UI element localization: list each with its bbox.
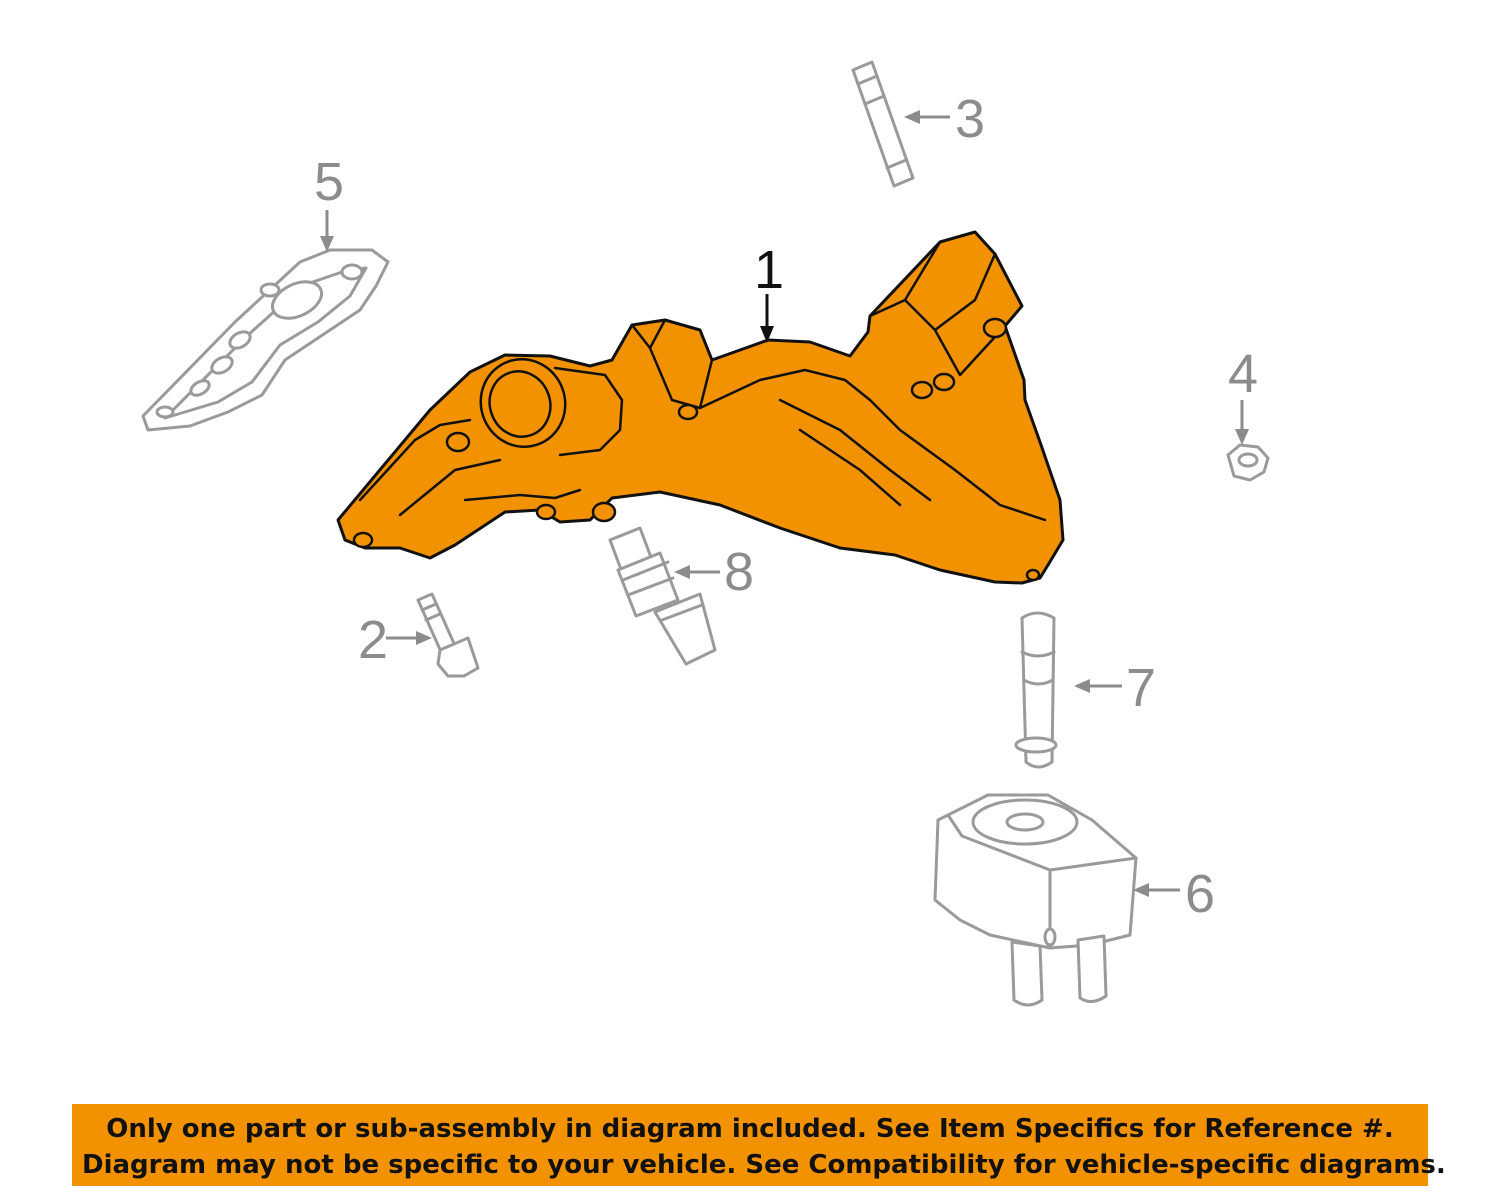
- part-3-stud: [851, 60, 915, 188]
- part-5-gasket: [141, 248, 390, 432]
- part-6-oil-cooler: [933, 793, 1138, 1007]
- callout-7: 7: [1126, 658, 1156, 718]
- part-2-bolt: [416, 592, 480, 678]
- callout-3: 3: [955, 89, 985, 149]
- disclaimer-line-1: Only one part or sub-assembly in diagram…: [106, 1114, 1394, 1144]
- callout-4: 4: [1228, 344, 1258, 404]
- disclaimer-line-2: Diagram may not be specific to your vehi…: [82, 1150, 1446, 1180]
- part-4-nut: [1226, 443, 1270, 482]
- disclaimer-banner: Only one part or sub-assembly in diagram…: [72, 1104, 1446, 1186]
- part-8-sensor: [608, 526, 717, 666]
- callout-1: 1: [754, 240, 784, 300]
- callout-8: 8: [724, 542, 754, 602]
- callout-2: 2: [358, 610, 388, 670]
- callout-arrows: [320, 110, 1249, 897]
- part-7-stud: [1014, 611, 1058, 769]
- part-1-housing: [336, 230, 1065, 585]
- callout-5: 5: [314, 152, 344, 212]
- callout-6: 6: [1185, 864, 1215, 924]
